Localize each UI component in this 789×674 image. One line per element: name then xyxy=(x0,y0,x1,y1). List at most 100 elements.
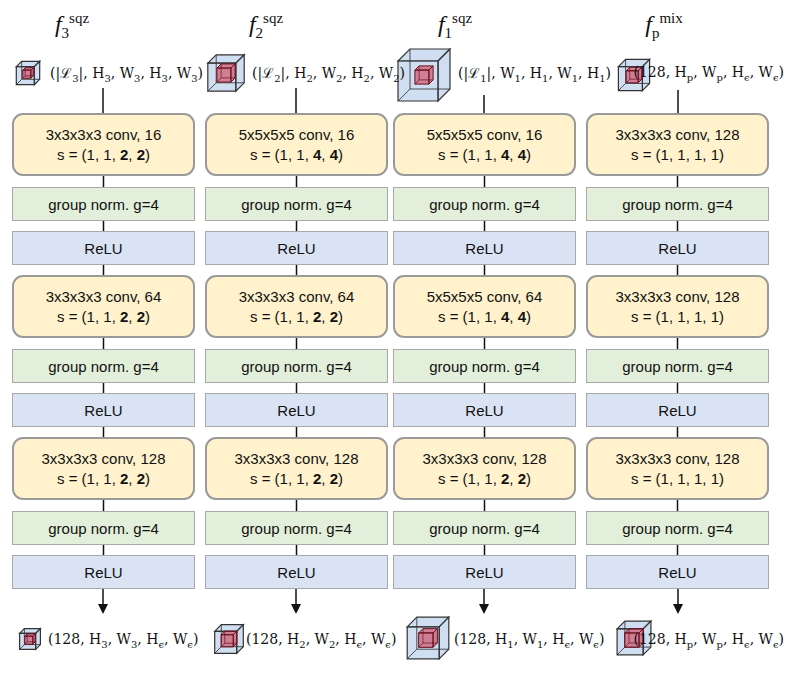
connector-line xyxy=(296,383,298,393)
tensor-shape: (128, H1, W1, Hϵ, Wϵ) xyxy=(454,631,604,650)
tensor-cube-icon xyxy=(20,629,41,650)
layer-text: ReLU xyxy=(465,402,503,419)
conv-box: 3x3x3x3 conv, 16s = (1, 1, 2, 2) xyxy=(12,113,195,176)
connector-line xyxy=(484,500,486,511)
conv-box: 3x3x3x3 conv, 64s = (1, 1, 2, 2) xyxy=(12,275,195,338)
layer-text: group norm. g=4 xyxy=(241,358,352,375)
layer-text: 3x3x3x3 conv, 128 xyxy=(616,449,740,469)
layer-text: 3x3x3x3 conv, 128 xyxy=(616,287,740,307)
tensor-shape: (128, Hp, Wp, Hϵ, Wϵ) xyxy=(634,631,785,650)
layer-text: group norm. g=4 xyxy=(48,196,159,213)
stride-text: s = (1, 1, 1, 1) xyxy=(631,145,724,165)
group-norm-box: group norm. g=4 xyxy=(586,187,769,221)
layer-text: 5x5x5x5 conv, 16 xyxy=(239,125,355,145)
stride-text: s = (1, 1, 2, 2) xyxy=(57,469,150,489)
connector-line xyxy=(103,545,105,555)
connector-line xyxy=(677,427,679,437)
group-norm-box: group norm. g=4 xyxy=(586,349,769,383)
relu-box: ReLU xyxy=(586,393,769,427)
connector-line xyxy=(103,176,105,187)
relu-box: ReLU xyxy=(586,555,769,589)
tensor-shape: (|ℒ2|, H2, W2, H2, W2) xyxy=(252,63,405,84)
connector-line xyxy=(296,500,298,511)
layer-text: 3x3x3x3 conv, 64 xyxy=(239,287,355,307)
layer-text: 3x3x3x3 conv, 64 xyxy=(46,287,162,307)
group-norm-box: group norm. g=4 xyxy=(393,349,576,383)
connector-line xyxy=(296,427,298,437)
relu-box: ReLU xyxy=(393,231,576,265)
relu-box: ReLU xyxy=(393,393,576,427)
tensor-shape: (|ℒ3|, H3, W3, H3, W3) xyxy=(50,63,203,84)
layer-text: group norm. g=4 xyxy=(622,358,733,375)
group-norm-box: group norm. g=4 xyxy=(586,511,769,545)
layer-text: ReLU xyxy=(277,240,315,257)
group-norm-box: group norm. g=4 xyxy=(393,511,576,545)
connector-line xyxy=(677,545,679,555)
layer-text: group norm. g=4 xyxy=(429,196,540,213)
relu-box: ReLU xyxy=(205,555,388,589)
connector-line xyxy=(103,500,105,511)
conv-box: 5x5x5x5 conv, 16s = (1, 1, 4, 4) xyxy=(205,113,388,176)
connector-line xyxy=(484,176,486,187)
stride-text: s = (1, 1, 2, 2) xyxy=(57,145,150,165)
group-norm-box: group norm. g=4 xyxy=(12,511,195,545)
connector-line xyxy=(296,265,298,275)
stride-text: s = (1, 1, 2, 2) xyxy=(250,307,343,327)
stride-text: s = (1, 1, 4, 4) xyxy=(438,307,531,327)
conv-box: 5x5x5x5 conv, 16s = (1, 1, 4, 4) xyxy=(393,113,576,176)
layer-text: ReLU xyxy=(465,240,503,257)
stride-text: s = (1, 1, 4, 4) xyxy=(250,145,343,165)
relu-box: ReLU xyxy=(586,231,769,265)
layer-text: ReLU xyxy=(277,402,315,419)
connector-line xyxy=(677,383,679,393)
module-title: f1sqz xyxy=(438,10,472,42)
connector-line xyxy=(677,500,679,511)
connector-line xyxy=(484,383,486,393)
layer-text: group norm. g=4 xyxy=(622,520,733,537)
group-norm-box: group norm. g=4 xyxy=(205,187,388,221)
connector-line xyxy=(484,338,486,349)
layer-text: ReLU xyxy=(84,564,122,581)
conv-box: 3x3x3x3 conv, 128s = (1, 1, 2, 2) xyxy=(393,437,576,500)
tensor-shape: (128, H3, W3, Hϵ, Wϵ) xyxy=(48,631,198,650)
tensor-cube-icon xyxy=(407,617,449,659)
layer-text: ReLU xyxy=(84,402,122,419)
group-norm-box: group norm. g=4 xyxy=(205,349,388,383)
tensor-cube-icon xyxy=(398,49,450,101)
layer-text: group norm. g=4 xyxy=(241,520,352,537)
layer-text: ReLU xyxy=(84,240,122,257)
layer-text: 3x3x3x3 conv, 128 xyxy=(616,125,740,145)
layer-text: ReLU xyxy=(658,402,696,419)
connector-line xyxy=(103,338,105,349)
connector-line xyxy=(677,176,679,187)
layer-text: 3x3x3x3 conv, 128 xyxy=(42,449,166,469)
connector-line xyxy=(103,221,105,231)
group-norm-box: group norm. g=4 xyxy=(12,349,195,383)
group-norm-box: group norm. g=4 xyxy=(205,511,388,545)
relu-box: ReLU xyxy=(12,393,195,427)
layer-text: group norm. g=4 xyxy=(48,520,159,537)
layer-text: group norm. g=4 xyxy=(429,358,540,375)
layer-text: ReLU xyxy=(465,564,503,581)
connector-line xyxy=(484,427,486,437)
layer-text: 5x5x5x5 conv, 64 xyxy=(427,287,543,307)
layer-text: group norm. g=4 xyxy=(429,520,540,537)
conv-box: 3x3x3x3 conv, 128s = (1, 1, 1, 1) xyxy=(586,275,769,338)
connector-line xyxy=(296,176,298,187)
connector-line xyxy=(677,265,679,275)
relu-box: ReLU xyxy=(12,231,195,265)
connector-line xyxy=(296,545,298,555)
layer-text: 3x3x3x3 conv, 16 xyxy=(46,125,162,145)
layer-text: 5x5x5x5 conv, 16 xyxy=(427,125,543,145)
connector-line xyxy=(296,338,298,349)
connector-line xyxy=(484,221,486,231)
layer-text: 3x3x3x3 conv, 128 xyxy=(423,449,547,469)
relu-box: ReLU xyxy=(205,393,388,427)
tensor-shape: (128, H2, W2, Hϵ, Wϵ) xyxy=(246,631,396,650)
stride-text: s = (1, 1, 1, 1) xyxy=(631,307,724,327)
layer-text: ReLU xyxy=(658,564,696,581)
stride-text: s = (1, 1, 2, 2) xyxy=(438,469,531,489)
conv-box: 3x3x3x3 conv, 128s = (1, 1, 2, 2) xyxy=(12,437,195,500)
group-norm-box: group norm. g=4 xyxy=(12,187,195,221)
tensor-cube-icon xyxy=(208,55,244,91)
